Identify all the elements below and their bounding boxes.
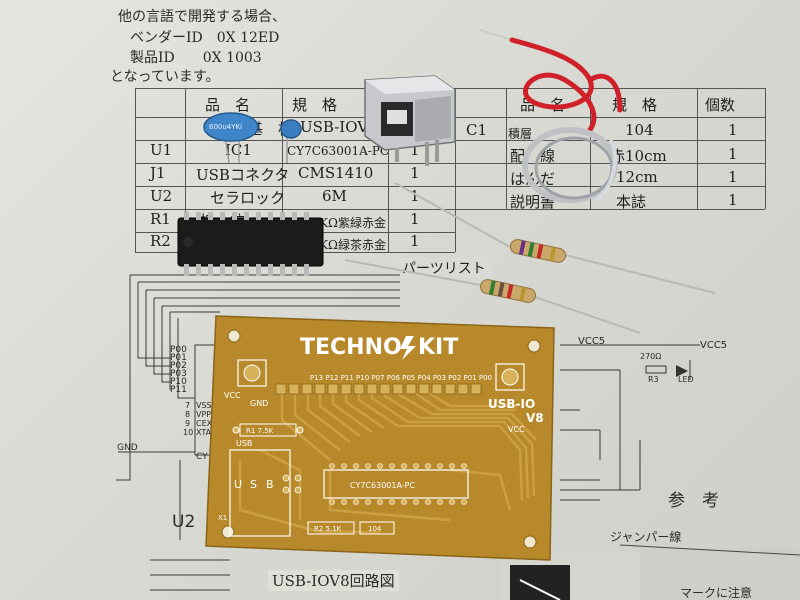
schematic-ic-pin: VPP bbox=[196, 410, 212, 419]
intro-line-2: ベンダーID 0X 12ED bbox=[130, 30, 280, 46]
table-right-cell: 説明書 bbox=[510, 193, 556, 211]
schematic-pin-label: P11 bbox=[170, 385, 187, 395]
table-left-header-spec: 規 格 bbox=[292, 96, 338, 114]
pcb-board: TECHNO KIT P13 P12 P11 P10 P07 P06 P05 P… bbox=[205, 315, 555, 561]
table-right-cell: 赤10cm bbox=[610, 147, 667, 165]
table-left-header-name: 品 名 bbox=[205, 96, 251, 114]
table-left-qty: 1 bbox=[410, 141, 420, 159]
table-right-header-spec: 規 格 bbox=[612, 96, 658, 114]
intro-line-1: 他の言語で開発する場合、 bbox=[118, 9, 286, 25]
schematic-ic-pin: CEXT bbox=[196, 419, 217, 428]
table-right-cell: 積層 bbox=[508, 127, 533, 141]
pcb-vcc-label: VCC bbox=[224, 391, 241, 400]
pcb-vcc-label-right: VCC bbox=[508, 425, 525, 434]
ic-chip bbox=[177, 212, 324, 276]
table-right-cell: 12cm bbox=[616, 168, 658, 186]
schematic-pin-label: P02 bbox=[170, 361, 187, 371]
table-right-cell: 1 bbox=[728, 121, 738, 139]
schematic-vcc5-label: VCC5 bbox=[578, 336, 606, 347]
pcb-r2-label: R2 5.1K bbox=[314, 525, 342, 533]
table-right-cell: C1 bbox=[466, 121, 488, 139]
red-wire-and-solder bbox=[479, 29, 623, 203]
table-left-cell: CMS1410 bbox=[298, 164, 374, 182]
schematic-r3-value: 270Ω bbox=[640, 352, 662, 361]
pcb-version: V8 bbox=[526, 411, 544, 425]
table-left-cell: R2 bbox=[150, 232, 171, 250]
schematic-vcc5-label: VCC5 bbox=[700, 340, 728, 351]
pcb-pin-labels: P13 P12 P11 P10 P07 P06 P05 P04 P03 P02 … bbox=[310, 374, 492, 382]
pcb-model: USB-IO bbox=[488, 397, 535, 411]
schematic-r3-label: R3 bbox=[648, 375, 659, 384]
table-left-cell: セラロック bbox=[210, 189, 286, 207]
table-right-cell: 本誌 bbox=[616, 193, 647, 211]
pcb-brand: TECHNO bbox=[300, 335, 402, 360]
schematic-led-label: LED bbox=[678, 375, 694, 384]
table-left-cell: U1 bbox=[150, 141, 173, 159]
schematic-pin-number: 10 bbox=[183, 428, 194, 437]
pcb-usb-letter: B bbox=[266, 478, 274, 491]
usb-connector bbox=[364, 75, 456, 166]
pcb-chip-label: CY7C63001A-PC bbox=[350, 481, 415, 490]
table-left-cell: U2 bbox=[150, 187, 173, 205]
schematic-ic-pin: XTAL bbox=[196, 428, 216, 437]
table-left-cell: CY7C63001A-PC bbox=[287, 144, 390, 158]
schematic-ic-pin: VSS bbox=[196, 401, 212, 410]
pcb-usb-label: USB bbox=[236, 439, 252, 448]
table-right-cell: 1 bbox=[728, 191, 738, 209]
pcb-brand-suffix: KIT bbox=[418, 335, 458, 360]
schematic-caption: USB-IOV8回路図 bbox=[268, 570, 399, 591]
table-right-cell: 1 bbox=[728, 168, 738, 186]
schematic-pin-label: P03 bbox=[170, 369, 187, 379]
table-left-qty: 1 bbox=[410, 187, 420, 205]
capacitor-marking: 600u4YKi bbox=[209, 123, 242, 131]
intro-line-4: となっています。 bbox=[110, 69, 220, 85]
table-left-qty: 1 bbox=[410, 232, 420, 250]
resistors bbox=[344, 182, 716, 334]
schematic-pin-label: P10 bbox=[170, 377, 187, 387]
schematic-u2-label: U2 bbox=[172, 512, 196, 532]
table-left-qty: 1 bbox=[410, 164, 420, 182]
table-left-cell: USB-IOV8 bbox=[300, 118, 378, 136]
pcb-x1-label: X1 bbox=[218, 514, 227, 522]
intro-line-3: 製品ID 0X 1003 bbox=[130, 50, 262, 66]
ceramic-capacitors: 600u4YKi bbox=[203, 112, 302, 164]
table-left-cell: R1 bbox=[150, 210, 171, 228]
table-left-cell: J1 bbox=[150, 164, 166, 182]
schematic-pin-label: P01 bbox=[170, 353, 187, 363]
schematic-gnd-label: GND bbox=[117, 443, 138, 453]
table-right-header-qty: 個数 bbox=[705, 96, 736, 114]
table-left-cell: USBコネクタ bbox=[196, 166, 290, 184]
schematic-cy-label: CY bbox=[196, 452, 208, 462]
jumper-label: ジャンパー線 bbox=[610, 530, 682, 544]
schematic-pin-number: 9 bbox=[185, 419, 191, 428]
pcb-c1-label: 104 bbox=[368, 525, 382, 533]
table-right-cell: 1 bbox=[728, 145, 738, 163]
table-left-cell: 6M bbox=[322, 187, 347, 205]
reference-label: 参 考 bbox=[668, 491, 719, 511]
mark-note: マークに注意 bbox=[680, 586, 753, 600]
table-right-cell: はんだ bbox=[510, 170, 556, 188]
table-left-qty: 1 bbox=[410, 210, 420, 228]
schematic-pin-number: 8 bbox=[185, 410, 191, 419]
pcb-r1-label: R1 7.5K bbox=[246, 427, 274, 435]
schematic-pin-label: P00 bbox=[170, 345, 187, 355]
pcb-usb-letter: S bbox=[250, 478, 257, 491]
pcb-gnd-label: GND bbox=[250, 399, 268, 408]
schematic-pin-number: 7 bbox=[185, 401, 191, 410]
table-right-cell: 104 bbox=[625, 121, 654, 139]
pcb-usb-letter: U bbox=[234, 478, 242, 491]
